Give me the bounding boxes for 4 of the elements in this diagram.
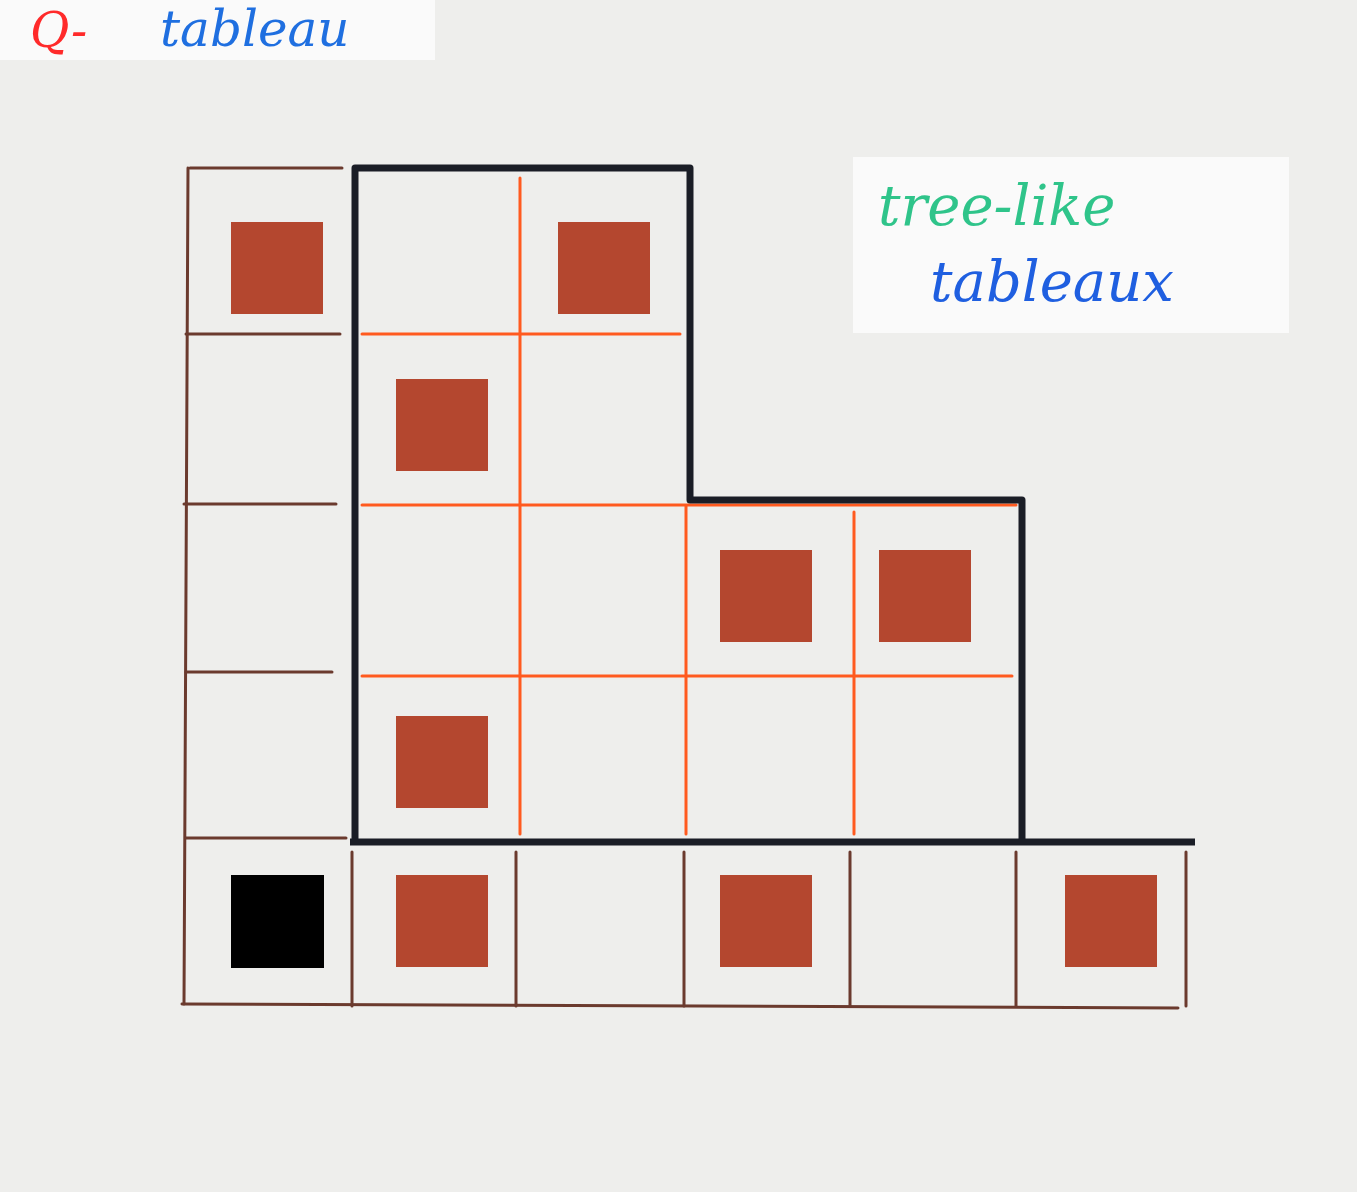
- handwritten-label: tableau: [160, 4, 350, 54]
- handwritten-label: tree-like: [878, 178, 1116, 234]
- handwritten-label: Q-: [30, 6, 88, 54]
- handwritten-label: tableaux: [930, 254, 1174, 310]
